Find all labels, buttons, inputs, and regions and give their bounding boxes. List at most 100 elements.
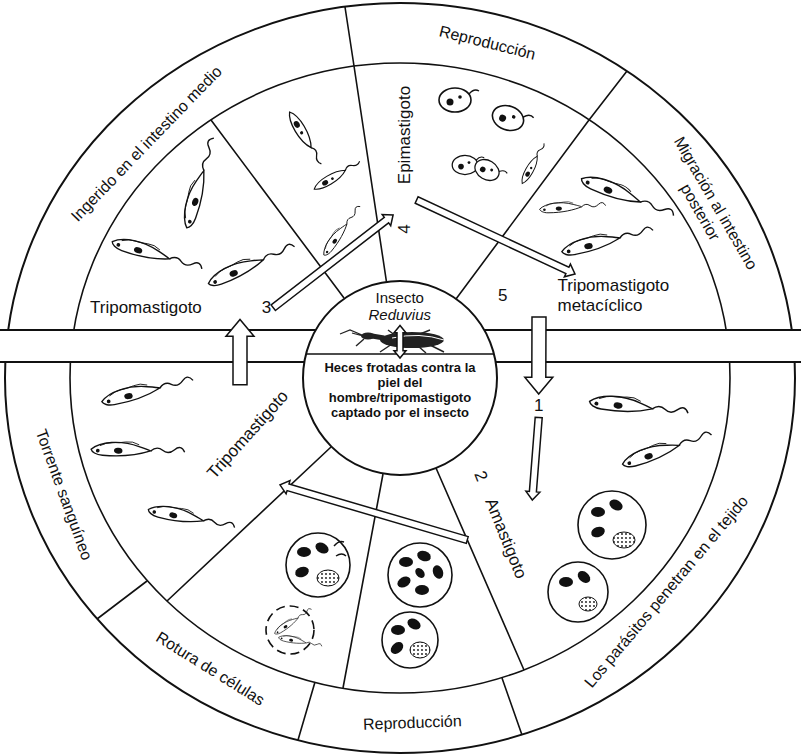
flow-arrow <box>525 317 553 394</box>
trypomastigote <box>272 607 314 635</box>
insect-box: InsectoReduvius <box>369 289 432 324</box>
amastigote-cell <box>388 543 452 607</box>
epimastigote <box>519 142 548 185</box>
trypomastigote <box>147 500 236 537</box>
amastigote <box>297 547 311 557</box>
amastigote <box>416 549 433 563</box>
callout-number: 4 <box>395 224 415 233</box>
invaded-cell <box>578 491 646 559</box>
cell-nucleus <box>579 597 597 611</box>
stage-label: Tripomastigoto metacíclico 5 <box>498 276 682 315</box>
feces-box: Heces frotadas contra la piel del hombre… <box>322 360 478 420</box>
ring-label-holder: Reproducción <box>363 712 462 733</box>
amastigote <box>413 566 426 580</box>
species-name: Reduvius <box>369 306 432 323</box>
broken-cell <box>266 606 322 654</box>
bug-antennae <box>340 330 363 336</box>
flow-arrow <box>526 417 542 500</box>
ring-label-holder: Torrente sanguíneo <box>32 427 96 563</box>
amastigote <box>575 569 592 586</box>
trypomastigote <box>620 430 714 470</box>
stage-name: Tripomastigoto <box>203 387 292 483</box>
center-circle <box>303 281 497 475</box>
callout-number: 5 <box>498 286 507 306</box>
ring-label: Rotura de células <box>153 628 268 708</box>
stage-name: Tripomastigoto metacíclico <box>557 276 682 315</box>
stage-name: Epimastigoto <box>395 86 415 184</box>
trypomastigote <box>278 632 322 651</box>
ring-label: Los parásitos penetran en el tejido <box>581 492 751 690</box>
flow-arrow <box>415 197 575 277</box>
stage-label: Tripomastigoto <box>203 387 292 483</box>
emerging-flagella <box>334 542 346 557</box>
amastigote <box>395 574 412 590</box>
host-cell <box>578 491 646 559</box>
trypomastigote <box>177 136 224 229</box>
node-text: Heces frotadas contra la piel del hombre… <box>322 360 478 420</box>
ring-label: Reproducción <box>437 23 537 63</box>
amastigote <box>391 625 405 635</box>
flow-arrow <box>394 326 406 359</box>
trypomastigote <box>318 204 365 257</box>
amastigote <box>415 585 429 595</box>
trypomastigote <box>91 438 186 462</box>
ring-label-holder: Los parásitos penetran en el tejido <box>581 492 752 691</box>
flow-arrow <box>280 481 468 544</box>
host-cell <box>548 562 608 622</box>
amastigote <box>607 497 624 513</box>
flow-arrow <box>226 320 254 385</box>
ring-label: Reproducción <box>363 712 462 732</box>
amastigote <box>405 616 422 632</box>
flow-arrow <box>271 215 393 311</box>
callout-number: 1 <box>534 396 543 416</box>
metacyclic-trypomastigote <box>540 202 606 213</box>
trypomastigote <box>100 375 195 407</box>
bug-head <box>361 333 375 340</box>
stage-number: 1 <box>534 396 543 416</box>
host-cell <box>382 612 438 668</box>
stage-label: Amastigoto 2 <box>469 468 530 581</box>
host-cell <box>266 606 314 654</box>
callout-number: 2 <box>469 468 491 484</box>
bug-rostrum <box>356 339 364 346</box>
ring-label-holder: Rotura de células <box>153 628 268 709</box>
ring-label: Migración al intestino posterior <box>671 134 761 273</box>
amastigote <box>591 507 605 517</box>
epimastigote <box>286 109 325 167</box>
stage-name: Tripomastigoto <box>90 298 202 318</box>
cell-nucleus <box>317 570 339 586</box>
trypomastigote <box>111 232 204 279</box>
dividing-epimastigote <box>439 88 479 112</box>
trypomastigote <box>589 390 689 424</box>
amastigote-cell <box>382 612 438 668</box>
bug-legs <box>380 330 444 353</box>
stage-label: Tripomastigoto 3 <box>90 298 271 318</box>
trypomastigote <box>205 241 298 288</box>
outer-ring <box>5 3 795 753</box>
epimastigote <box>312 158 363 192</box>
metacyclic-trypomastigote <box>579 168 676 225</box>
cell-nucleus <box>410 642 430 658</box>
dividing-epimastigote <box>471 155 508 188</box>
callout-number: 3 <box>262 298 271 318</box>
ring-label: Ingerido en el intestino medio <box>68 62 225 224</box>
invaded-cell <box>548 562 608 622</box>
ring-label-holder: Migración al intestino posterior <box>651 125 766 290</box>
ring-label-holder: Ingerido en el intestino medio <box>68 62 226 225</box>
rupturing-cell <box>286 533 350 597</box>
metacyclic-trypomastigote <box>560 225 655 257</box>
amastigote <box>294 565 311 579</box>
node-heading: Insecto <box>376 289 424 306</box>
amastigote <box>431 564 445 581</box>
host-cell <box>388 543 452 607</box>
amastigote <box>559 577 573 587</box>
ring-label-holder: Reproducción <box>437 23 537 64</box>
host-cell <box>286 533 350 597</box>
stage-name: Amastigoto <box>480 495 530 581</box>
dividing-epimastigote <box>489 101 535 137</box>
amastigote <box>313 540 330 556</box>
amastigote <box>388 640 405 657</box>
cell-nucleus <box>613 532 635 548</box>
